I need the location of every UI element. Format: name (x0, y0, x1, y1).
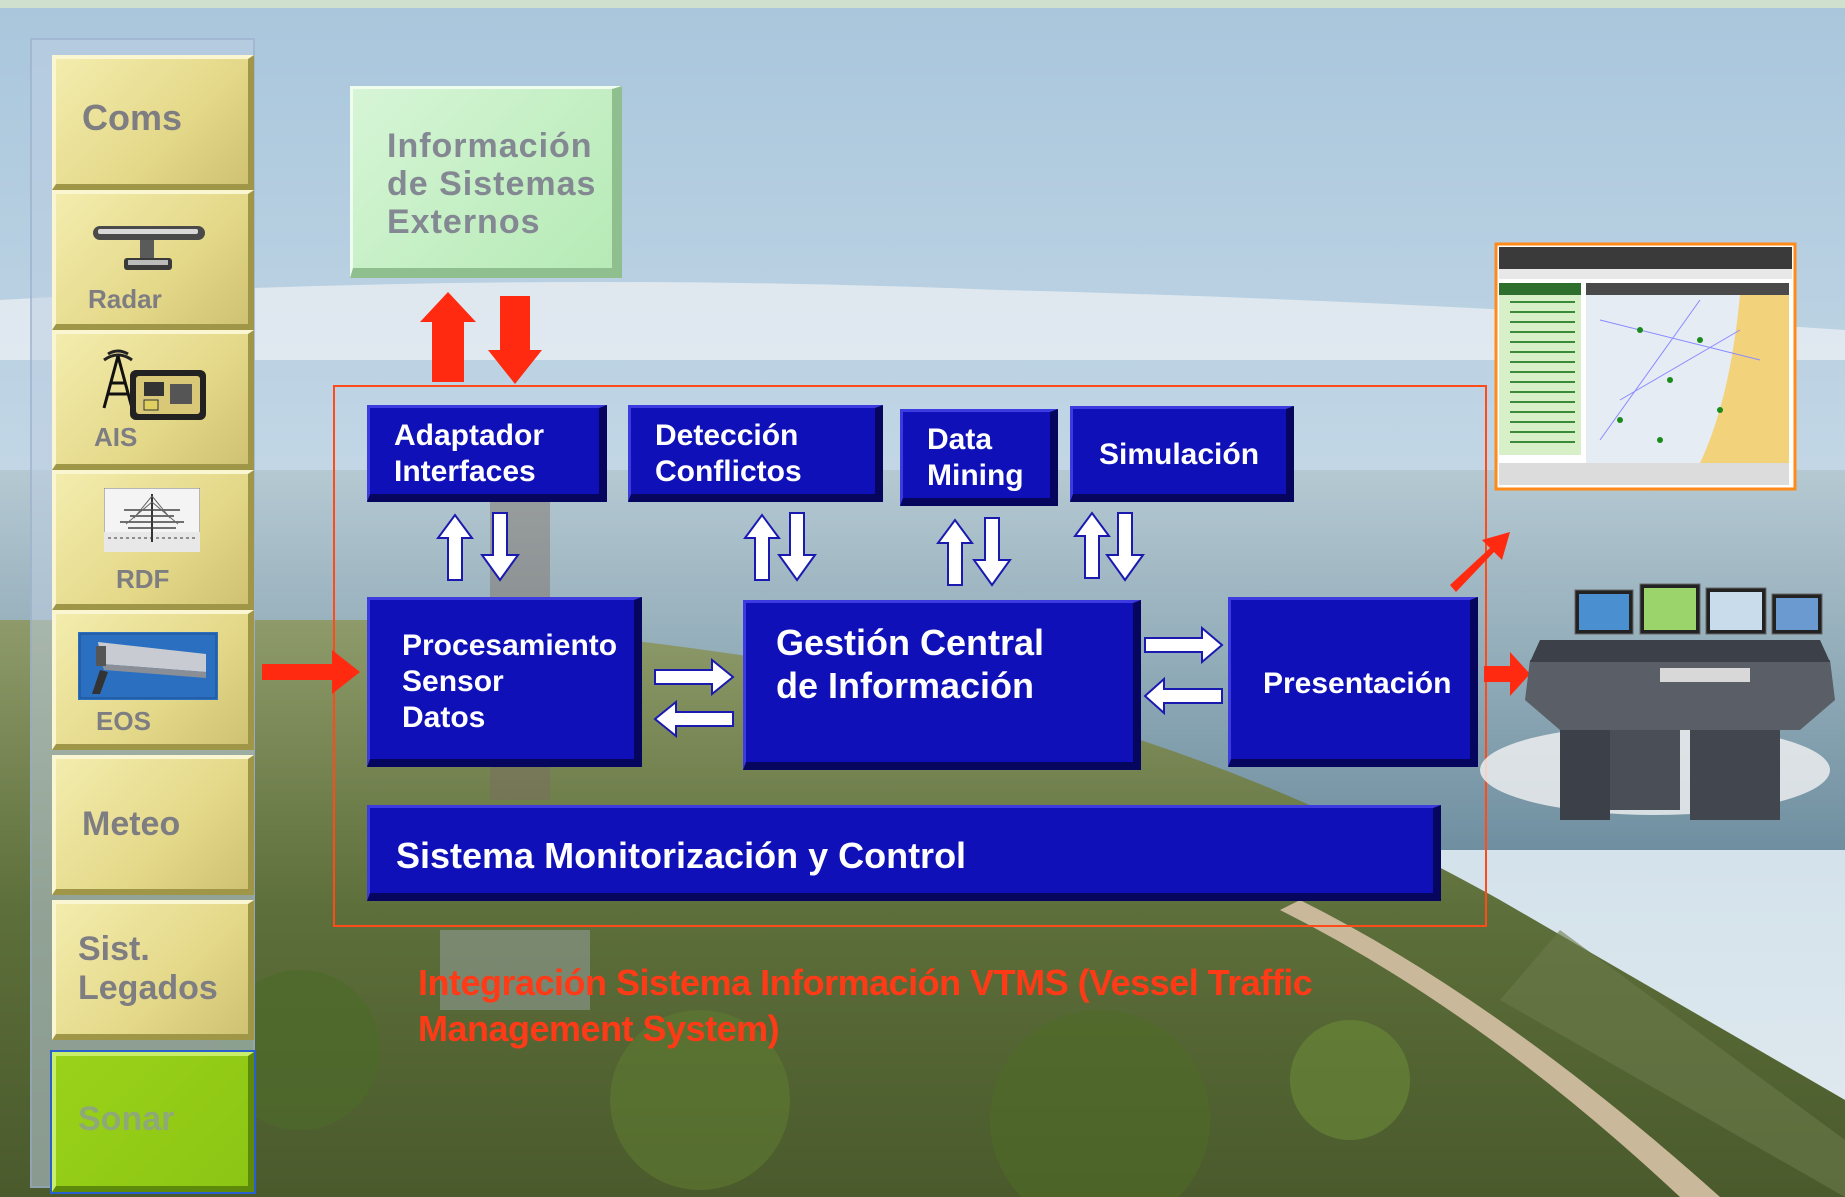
sonar-tile[interactable]: Sonar (50, 1050, 256, 1194)
vts-screen-thumbnail (1494, 242, 1797, 491)
white-left-arrow (1143, 676, 1223, 716)
operator-console-image (1480, 583, 1835, 820)
white-down-arrow (1105, 512, 1145, 582)
ais-transponder-icon (102, 349, 206, 420)
white-down-arrow (480, 512, 520, 582)
radar-tile[interactable]: Radar (52, 190, 254, 330)
central-information-management-box[interactable]: Gestión Central de Información (743, 600, 1141, 770)
white-right-arrow (654, 657, 735, 697)
meteo-tile[interactable]: Meteo (52, 755, 254, 895)
monitoring-control-label: Sistema Monitorización y Control (396, 835, 967, 876)
white-down-arrow (777, 512, 817, 582)
presentation-label: Presentación (1263, 667, 1452, 700)
red-input-arrow (262, 650, 360, 694)
white-right-arrow (1144, 625, 1224, 665)
simulation-box[interactable]: Simulación (1070, 406, 1294, 502)
red-down-arrow (488, 296, 542, 384)
meteo-label: Meteo (82, 805, 181, 843)
white-down-arrow (972, 517, 1012, 587)
vertical-arrow-pairs (436, 511, 1145, 587)
sensor-data-processing-label: Procesamiento Sensor Datos (402, 629, 618, 734)
monitoring-control-box[interactable]: Sistema Monitorización y Control (367, 805, 1441, 901)
diagram-caption: Integración Sistema Información VTMS (Ve… (418, 962, 1313, 1050)
white-up-arrow (436, 513, 474, 581)
eos-camera-icon (78, 632, 218, 700)
conflict-detection-label: Detección Conflictos (655, 419, 802, 488)
radar-label: Radar (88, 284, 162, 314)
eos-tile[interactable]: EOS (52, 610, 254, 750)
ais-label: AIS (94, 422, 138, 452)
rdf-label: RDF (116, 564, 170, 594)
simulation-label: Simulación (1099, 438, 1260, 471)
rdf-antenna-icon (104, 488, 200, 552)
radar-antenna-icon (93, 226, 205, 270)
sensor-data-processing-box[interactable]: Procesamiento Sensor Datos (367, 597, 642, 767)
central-information-management-label: Gestión Central de Información (776, 622, 1045, 707)
coms-tile[interactable]: Coms (52, 55, 254, 190)
white-left-arrow (653, 699, 734, 739)
horizontal-arrow-pairs (653, 625, 1224, 739)
presentation-box[interactable]: Presentación (1228, 597, 1478, 767)
red-output-console-arrow (1484, 652, 1530, 696)
white-up-arrow (743, 513, 781, 581)
data-mining-label: Data Mining (927, 423, 1024, 492)
interface-adapter-label: Adaptador Interfaces (394, 419, 544, 488)
white-up-arrow (1073, 511, 1111, 579)
eos-label: EOS (96, 706, 151, 736)
legacy-systems-label: Sist. Legados (78, 930, 218, 1008)
white-up-arrow (936, 518, 974, 586)
legacy-systems-tile[interactable]: Sist. Legados (52, 900, 254, 1040)
red-output-screen-arrow (1450, 532, 1510, 592)
sonar-label: Sonar (78, 1100, 175, 1138)
conflict-detection-box[interactable]: Detección Conflictos (628, 405, 883, 502)
interface-adapter-box[interactable]: Adaptador Interfaces (367, 405, 607, 502)
ais-tile[interactable]: AIS (52, 330, 254, 470)
rdf-tile[interactable]: RDF (52, 470, 254, 610)
external-systems-label: Información de Sistemas Externos (387, 127, 597, 242)
external-systems-box[interactable]: Información de Sistemas Externos (350, 86, 622, 278)
data-mining-box[interactable]: Data Mining (900, 409, 1058, 506)
red-up-arrow (420, 292, 476, 382)
coms-label: Coms (82, 97, 183, 138)
